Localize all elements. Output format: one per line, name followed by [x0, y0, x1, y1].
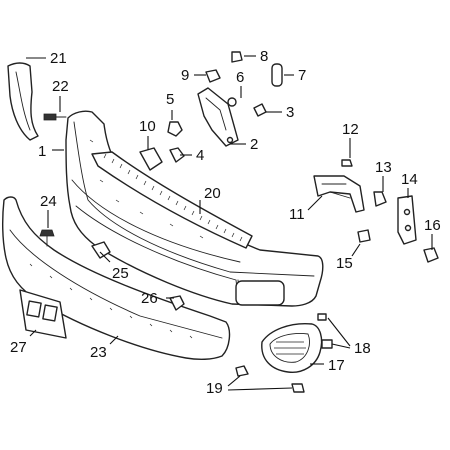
callout-17: 17: [328, 357, 345, 374]
callout-7: 7: [298, 67, 306, 84]
callout-16: 16: [424, 217, 441, 234]
upper-filler-strip-part: [91, 151, 253, 249]
callout-6: 6: [236, 69, 244, 86]
callout-2: 2: [250, 136, 258, 153]
leader-lines: [26, 55, 433, 391]
upper-bracket-part: [197, 87, 239, 147]
callout-5: 5: [166, 91, 174, 108]
callout-22: 22: [52, 78, 69, 95]
callout-9: 9: [181, 67, 189, 84]
hardware-group: [39, 51, 439, 393]
callout-labels: 1 2 3 4 5 6 7 8 9 10 11 12 13 14 15 16 1…: [10, 48, 441, 397]
callout-23: 23: [90, 344, 107, 361]
fog-lamp-opening: [235, 280, 285, 306]
callout-21: 21: [50, 50, 67, 67]
front-bumper-part: [65, 110, 324, 307]
callout-19: 19: [206, 380, 223, 397]
callout-8: 8: [260, 48, 268, 65]
callout-14: 14: [401, 171, 418, 188]
fog-lamp-bezel-part: [261, 323, 323, 373]
callout-15: 15: [336, 255, 353, 272]
callout-25: 25: [112, 265, 129, 282]
license-bracket-part: [19, 289, 67, 339]
callout-13: 13: [375, 159, 392, 176]
bumper-extension-part: [7, 62, 39, 141]
bumper-bracket-part: [313, 175, 365, 213]
callout-27: 27: [10, 339, 27, 356]
side-bracket-part: [397, 195, 417, 245]
callout-18: 18: [354, 340, 371, 357]
callout-4: 4: [196, 147, 204, 164]
callout-10: 10: [139, 118, 156, 135]
callout-12: 12: [342, 121, 359, 138]
callout-3: 3: [286, 104, 294, 121]
callout-11: 11: [289, 206, 305, 223]
callout-26: 26: [141, 290, 158, 307]
callout-24: 24: [40, 193, 57, 210]
callout-1: 1: [38, 143, 46, 160]
lower-valance-part: [1, 196, 231, 361]
callout-20: 20: [204, 185, 221, 202]
